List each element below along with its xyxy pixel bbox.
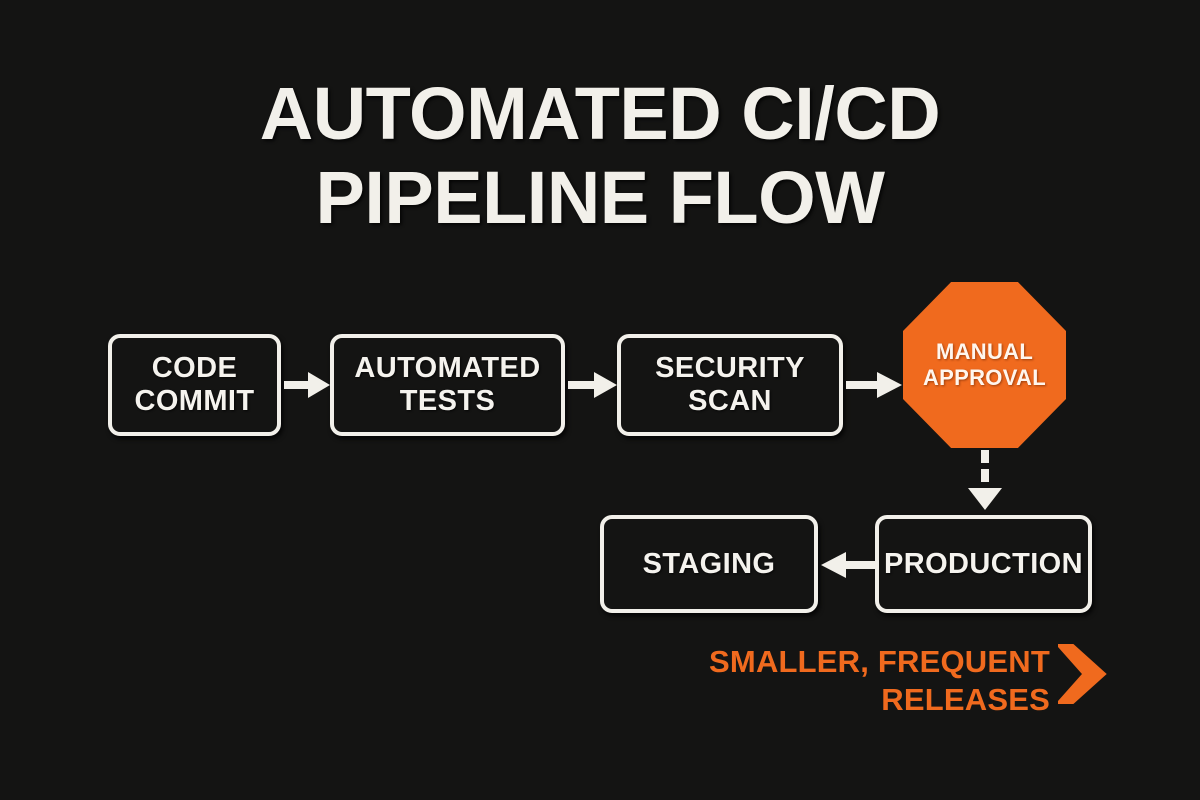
arrow-left-icon-production-to-staging — [821, 552, 875, 578]
node-manual-approval-line-1: MANUAL — [935, 339, 1034, 364]
arrow-down-dashed-icon-manual-approval-to-production — [968, 450, 1002, 510]
node-manual-approval-line-2: APPROVAL — [922, 365, 1046, 390]
node-production-line-1: PRODUCTION — [884, 547, 1083, 580]
node-code-commit-line-2: COMMIT — [134, 385, 255, 417]
page-title: AUTOMATED CI/CD PIPELINE FLOW — [0, 72, 1200, 240]
chevron-right-icon — [1058, 644, 1107, 704]
caption-smaller-frequent-releases: SMALLER, FREQUENT RELEASES — [640, 643, 1050, 719]
arrow-right-icon-automated-tests-to-security-scan — [568, 372, 617, 398]
node-manual-approval[interactable]: MANUAL APPROVAL — [903, 282, 1066, 448]
node-security-scan[interactable]: SECURITY SCAN — [617, 334, 843, 436]
node-automated-tests[interactable]: AUTOMATED TESTS — [330, 334, 565, 436]
arrow-right-icon-security-scan-to-manual-approval — [846, 372, 902, 398]
node-code-commit-line-1: CODE — [151, 352, 238, 384]
caption-line-1: SMALLER, FREQUENT — [709, 644, 1050, 679]
node-code-commit[interactable]: CODE COMMIT — [108, 334, 281, 436]
caption-line-2: RELEASES — [881, 682, 1050, 717]
node-staging-line-1: STAGING — [642, 547, 776, 580]
node-automated-tests-line-1: AUTOMATED — [354, 352, 541, 384]
node-staging[interactable]: STAGING — [600, 515, 818, 613]
page-title-line-1: AUTOMATED CI/CD — [259, 72, 941, 155]
node-security-scan-line-1: SECURITY — [655, 352, 805, 384]
node-production[interactable]: PRODUCTION — [875, 515, 1092, 613]
page-title-line-2: PIPELINE FLOW — [315, 156, 885, 239]
node-security-scan-line-2: SCAN — [688, 385, 772, 417]
arrow-right-icon-code-commit-to-automated-tests — [284, 372, 330, 398]
node-automated-tests-line-2: TESTS — [399, 385, 496, 417]
